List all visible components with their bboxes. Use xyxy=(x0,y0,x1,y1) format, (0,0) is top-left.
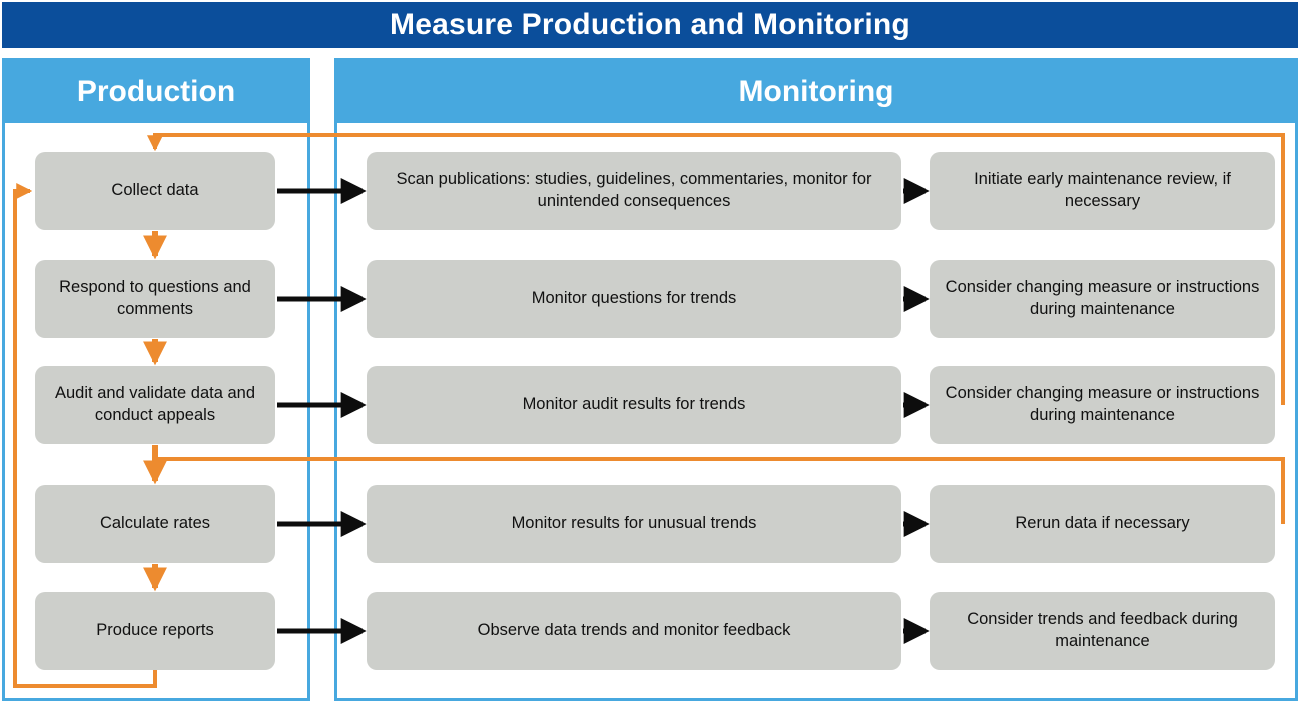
action-step-consider-changing-measure-audit[interactable]: Consider changing measure or instruction… xyxy=(930,366,1275,444)
monitoring-step-monitor-results-unusual-trends[interactable]: Monitor results for unusual trends xyxy=(367,485,901,563)
monitoring-step-label: Monitor results for unusual trends xyxy=(511,514,757,533)
production-step-produce-reports[interactable]: Produce reports xyxy=(35,592,275,670)
production-step-label: Calculate rates xyxy=(99,514,211,533)
production-step-label: Audit and validate data and conduct appe… xyxy=(55,384,255,424)
monitoring-panel-title: Monitoring xyxy=(738,75,894,108)
monitoring-step-observe-data-trends[interactable]: Observe data trends and monitor feedback xyxy=(367,592,901,670)
page-title: Measure Production and Monitoring xyxy=(390,8,910,41)
action-step-consider-trends-and-feedback[interactable]: Consider trends and feedback during main… xyxy=(930,592,1275,670)
action-step-label: Consider changing measure or instruction… xyxy=(945,384,1260,424)
production-step-label: Respond to questions and comments xyxy=(59,278,251,318)
action-step-label: Rerun data if necessary xyxy=(1015,514,1190,533)
production-step-calculate-rates[interactable]: Calculate rates xyxy=(35,485,275,563)
production-step-respond-to-questions[interactable]: Respond to questions and comments xyxy=(35,260,275,338)
production-step-audit-and-validate[interactable]: Audit and validate data and conduct appe… xyxy=(35,366,275,444)
monitoring-step-scan-publications[interactable]: Scan publications: studies, guidelines, … xyxy=(367,152,901,230)
diagram-title-bar: Measure Production and Monitoring xyxy=(2,2,1298,48)
action-step-initiate-early-maintenance-review[interactable]: Initiate early maintenance review, if ne… xyxy=(930,152,1275,230)
production-panel-title: Production xyxy=(76,75,236,108)
monitoring-step-label: Observe data trends and monitor feedback xyxy=(477,621,791,640)
production-step-label: Produce reports xyxy=(96,621,214,640)
production-panel-header: Production xyxy=(5,61,307,123)
monitoring-step-label: Scan publications: studies, guidelines, … xyxy=(396,170,872,210)
production-step-label: Collect data xyxy=(111,181,199,200)
monitoring-step-label: Monitor questions for trends xyxy=(531,289,737,308)
action-step-label: Consider trends and feedback during main… xyxy=(967,610,1238,650)
action-step-label: Consider changing measure or instruction… xyxy=(945,278,1260,318)
production-step-collect-data[interactable]: Collect data xyxy=(35,152,275,230)
monitoring-step-monitor-questions[interactable]: Monitor questions for trends xyxy=(367,260,901,338)
action-step-rerun-data[interactable]: Rerun data if necessary xyxy=(930,485,1275,563)
action-step-label: Initiate early maintenance review, if ne… xyxy=(974,170,1231,210)
monitoring-step-label: Monitor audit results for trends xyxy=(522,395,746,414)
action-step-consider-changing-measure-questions[interactable]: Consider changing measure or instruction… xyxy=(930,260,1275,338)
monitoring-panel-header: Monitoring xyxy=(337,61,1295,123)
monitoring-step-monitor-audit-results[interactable]: Monitor audit results for trends xyxy=(367,366,901,444)
